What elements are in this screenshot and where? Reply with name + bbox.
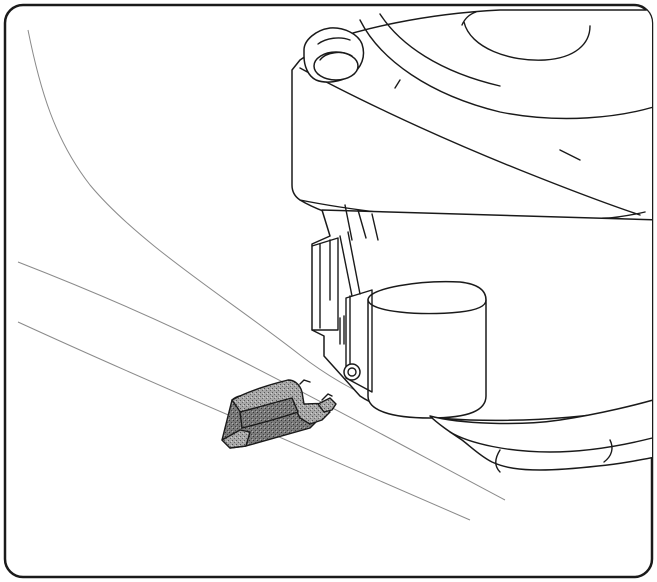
engine-block bbox=[311, 204, 652, 422]
bracket-part bbox=[221, 379, 337, 449]
filler-cap bbox=[303, 27, 365, 83]
deck-flange bbox=[429, 397, 652, 473]
